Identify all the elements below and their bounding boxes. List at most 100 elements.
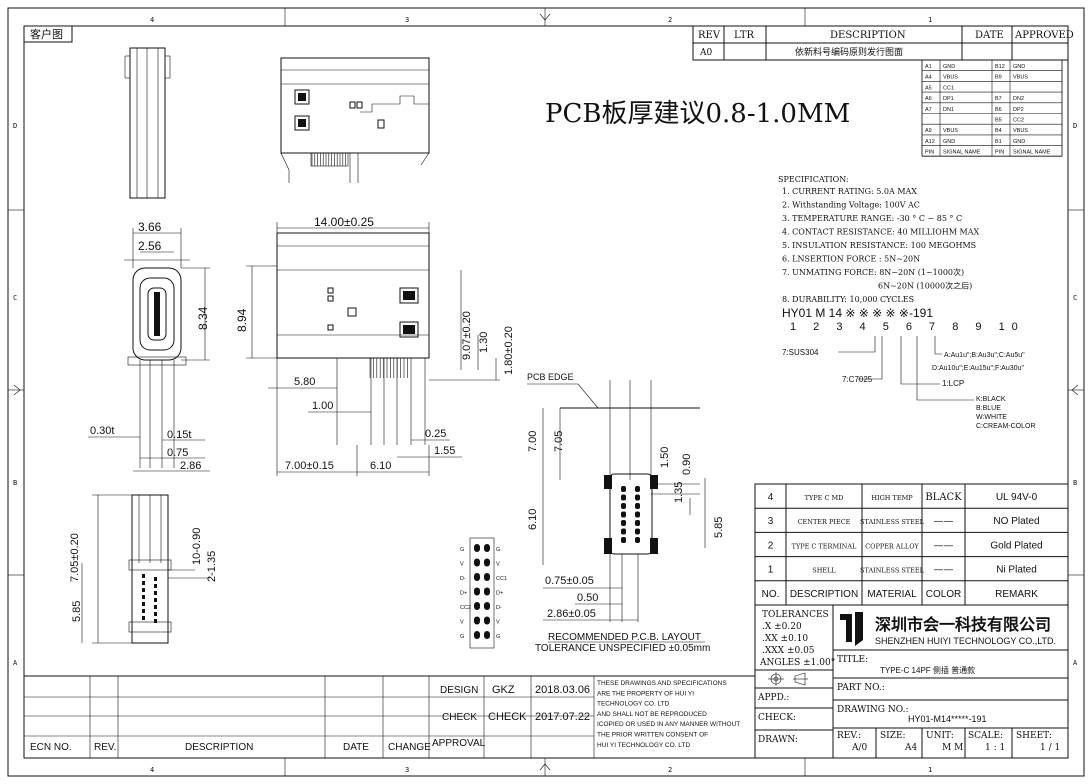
pcb-thickness-note: PCB板厚建议0.8-1.0MM xyxy=(545,99,850,129)
spec-title: SPECIFICATION: xyxy=(778,175,849,184)
pcb-dim-6-10: 6.10 xyxy=(527,509,539,530)
zone-row-c: C xyxy=(13,294,17,302)
top-view-middle xyxy=(280,57,430,183)
approval-label: APPROVAL xyxy=(432,738,486,749)
front-view-middle: 14.00±0.25 8.94 9.07±0.20 1.30 1.80±0.20… xyxy=(235,215,515,476)
spec-item: 5. INSULATION RESISTANCE: 100 MEGOHMS xyxy=(782,241,976,250)
pcb-dim-7-05: 7.05 xyxy=(553,431,565,452)
specification-block: SPECIFICATION: 1. CURRENT RATING: 5.0A M… xyxy=(778,175,979,304)
company-name-en: SHENZHEN HUIYI TECHNOLOGY CO.,LTD. xyxy=(875,636,1056,646)
bom-cell: —— xyxy=(934,516,954,527)
pcb-layout-view: PCB EDGE 7.00 7.05 6.10 1.50 0.90 1.35 5… xyxy=(527,372,725,654)
check-date: 2017.07.22 xyxy=(535,711,590,723)
zone-labels: 4 3 2 1 4 3 2 1 D C B A D C B A xyxy=(8,8,1084,776)
drawing-no-label: DRAWING NO.: xyxy=(837,705,908,715)
bom-cell: TYPE C TERMINAL xyxy=(792,542,857,550)
copyright-notice-line: ICOPIED OR USED IN ANY MANNER WITHOUT xyxy=(597,721,740,728)
dim-2-86: 2.86 xyxy=(180,460,201,472)
zone-row-c-right: C xyxy=(1073,294,1077,302)
tolerance-angles: ANGLES ±1.00° xyxy=(759,658,835,668)
option-9-line1: A:Au1u";B:Au3u";C:Au5u" xyxy=(944,352,1025,359)
zone-col-2-bottom: 2 xyxy=(668,766,672,774)
rev-header-rev: REV xyxy=(698,30,721,41)
option-9-line2: D:Au10u";E:Au15u";F:Au30u" xyxy=(932,365,1024,372)
bom-cell: TYPE C MD xyxy=(805,494,844,502)
zone-col-1: 1 xyxy=(928,16,932,24)
ecn-col-description: DESCRIPTION xyxy=(185,742,253,753)
unit-label: UNIT: xyxy=(926,731,954,741)
dim-10-0-90: 10-0.90 xyxy=(191,528,203,565)
center-arrow-right-icon xyxy=(1071,384,1079,396)
pad-label-right: G xyxy=(496,547,500,553)
pinout-cell: B6 xyxy=(995,107,1002,113)
center-arrow-top-icon xyxy=(539,13,551,21)
pcb-dim-1-50: 1.50 xyxy=(659,447,671,468)
pinout-cell: GND xyxy=(1013,64,1025,70)
rev-header-ltr: LTR xyxy=(734,30,754,41)
pinout-cell: PIN xyxy=(925,150,934,156)
pinout-cell: CC2 xyxy=(1013,118,1024,124)
pinout-cell: B5 xyxy=(995,118,1002,124)
scale-label: SCALE: xyxy=(968,731,1003,741)
pad-label-right: V xyxy=(496,562,500,568)
rev-description: 依新料号编码原则发行图面 xyxy=(795,46,903,57)
dim-2-56: 2.56 xyxy=(138,239,162,253)
dim-7-00-front: 7.00±0.15 xyxy=(285,460,334,472)
copyright-notice-line: THESE DRAWINGS AND SPECIFICATIONS xyxy=(597,680,727,687)
pinout-cell: PIN xyxy=(995,150,1004,156)
pinout-cell: SIGNAL NAME xyxy=(943,150,981,156)
pinout-cell: B7 xyxy=(995,96,1002,102)
layout-note-title: RECOMMENDED P.C.B. LAYOUT xyxy=(548,632,701,643)
pinout-cell: DP2 xyxy=(1013,107,1024,113)
dim-6-10-front: 6.10 xyxy=(370,460,391,472)
pad-label-right: V xyxy=(496,620,500,626)
pinout-cell: DP1 xyxy=(943,96,954,102)
copyright-notice-line: ARE THE PROPERTY OF HUI YI xyxy=(597,690,694,697)
bom-cell: BLACK xyxy=(925,492,962,503)
pad-label-right: G xyxy=(496,634,500,640)
spec-item: 6. LNSERTION FORCE : 5N~20N xyxy=(782,255,920,264)
pinout-cell: GND xyxy=(943,64,955,70)
revision-table: REV LTR DESCRIPTION DATE APPROVED A0 依新料… xyxy=(692,25,1074,61)
ecn-col-rev: REV. xyxy=(94,742,116,753)
dim-0-75: 0.75 xyxy=(167,447,188,459)
title-value: TYPE-C 14PF 侧插 普通款 xyxy=(880,665,975,675)
dim-8-34: 8.34 xyxy=(196,306,210,330)
dim-8-94: 8.94 xyxy=(235,308,249,332)
bom-cell: Ni Plated xyxy=(996,565,1037,576)
title-label: TITLE: xyxy=(837,655,868,665)
part-code-block: HY01 M 14 ※ ※ ※ ※ ※-191 1 2 3 4 5 6 7 8 … xyxy=(782,306,1036,430)
zone-col-3-bottom: 3 xyxy=(405,766,409,774)
scale-value: 1 : 1 xyxy=(985,743,1005,753)
pinout-cell: B9 xyxy=(995,75,1002,81)
tolerance-xxx: .XXX ±0.05 xyxy=(762,646,815,656)
pad-label-right: D- xyxy=(496,605,502,611)
pinout-cell: VBUS xyxy=(1013,128,1028,134)
dim-3-66: 3.66 xyxy=(138,220,162,234)
bom-cell: —— xyxy=(934,540,954,551)
bom-cell: MATERIAL xyxy=(867,589,917,600)
bom-cell: DESCRIPTION xyxy=(790,589,858,600)
option-8-black: K:BLACK xyxy=(976,396,1006,403)
check-row-label: CHECK xyxy=(442,712,477,723)
dim-1-80: 1.80±0.20 xyxy=(503,326,515,375)
company-name-cn: 深圳市会一科技有限公司 xyxy=(875,615,1051,634)
outer-frame xyxy=(7,7,1085,777)
bom-cell: CENTER PIECE xyxy=(798,518,851,526)
part-code: HY01 M 14 ※ ※ ※ ※ ※-191 xyxy=(782,306,933,320)
zone-row-b-right: B xyxy=(1073,479,1077,487)
design-label: DESIGN xyxy=(440,685,478,696)
tolerance-x: .X ±0.20 xyxy=(762,622,802,632)
spec-item: 8. DURABILITY: 10,000 CYCLES xyxy=(782,295,914,304)
ecn-col-date: DATE xyxy=(343,742,369,753)
pinout-cell: A12 xyxy=(925,139,935,145)
ecn-col-ecn-no: ECN NO. xyxy=(30,742,72,753)
copyright-notice-line: AND SHALL NOT BE REPRODUCED xyxy=(597,711,707,718)
pad-label-left: V xyxy=(460,620,464,626)
side-view-left: 3.66 2.56 8.34 0.30t 0.15t 0.75 2.86 xyxy=(88,220,210,472)
pinout-cell: A6 xyxy=(925,96,932,102)
pinout-cell: A5 xyxy=(925,85,932,91)
dim-0-25: 0.25 xyxy=(425,428,446,440)
